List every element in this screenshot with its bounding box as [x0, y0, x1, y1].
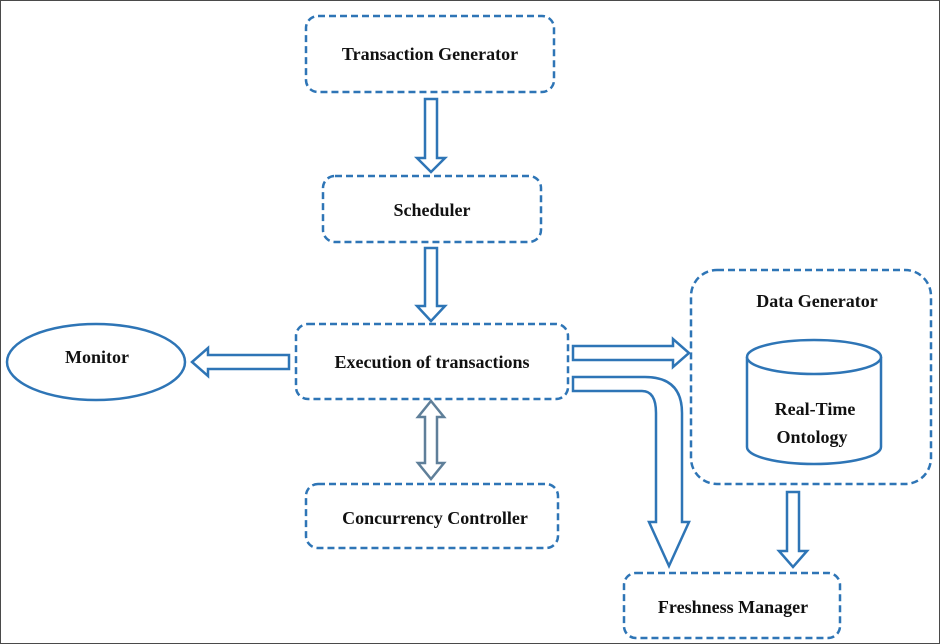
scheduler-label: Scheduler: [393, 200, 470, 220]
node-freshness-manager: Freshness Manager: [622, 571, 842, 640]
execution-label: Execution of transactions: [335, 352, 530, 372]
freshness-manager-label: Freshness Manager: [658, 597, 808, 617]
data-generator-label: Data Generator: [756, 291, 877, 311]
arrow-execution-to-monitor: [190, 345, 291, 379]
node-concurrency-controller: Concurrency Controller: [304, 482, 560, 550]
node-monitor: Monitor: [5, 322, 187, 402]
node-execution: Execution of transactions: [294, 322, 570, 401]
node-transaction-generator: Transaction Generator: [304, 14, 556, 94]
arrow-execution-to-freshness-manager: [571, 375, 691, 570]
arrow-execution-to-data-generator: [571, 336, 691, 370]
node-scheduler: Scheduler: [321, 174, 543, 244]
ontology-label-line1: Real-Time: [775, 399, 856, 419]
ontology-label-line2: Ontology: [776, 427, 847, 447]
arrow-generator-to-scheduler: [413, 97, 449, 174]
arrow-execution-concurrency-bidirectional: [415, 399, 447, 481]
arrow-data-generator-to-freshness-manager: [776, 490, 810, 569]
concurrency-controller-label: Concurrency Controller: [342, 508, 528, 528]
database-cylinder-icon: Real-Time Ontology: [745, 338, 883, 466]
arrow-scheduler-to-execution: [414, 246, 448, 323]
transaction-generator-label: Transaction Generator: [342, 44, 518, 64]
monitor-label: Monitor: [65, 347, 129, 367]
